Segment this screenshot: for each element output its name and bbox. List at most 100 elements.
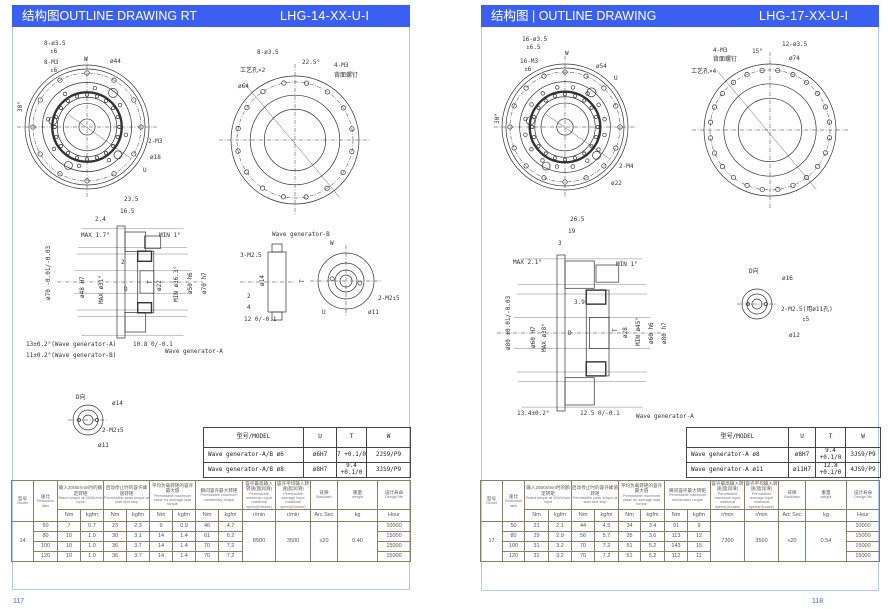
left-page-number: 117 [13, 598, 25, 605]
drawing-circle [280, 194, 287, 200]
dim-label: 12 0/-0.1 [244, 316, 277, 323]
table-cell: Wave generator-A/B ø6 [203, 447, 304, 463]
table-cell: 50 [502, 521, 525, 532]
drawing-circle [790, 182, 796, 188]
table-cell: 4JS9/P9 [845, 462, 881, 478]
drawing-circle [111, 144, 116, 148]
table-cell: 4.5 [593, 521, 620, 532]
dim-label: W [84, 56, 88, 63]
dim-label: ø11 [98, 442, 109, 449]
drawing-circle [583, 73, 589, 79]
drawing-circle [613, 145, 619, 151]
table-cell: 5.7 [593, 531, 620, 542]
drawing-circle [244, 105, 250, 111]
column-header-avg_speed: 容许平均输入转速(脂润滑)Permissible average input r… [275, 480, 312, 510]
dim-label: ø16 [782, 275, 793, 282]
design-life-cell: 10000 [846, 521, 881, 532]
drawing-circle [775, 67, 781, 74]
drawing-rect [116, 225, 126, 339]
drawing-rect [124, 312, 147, 333]
dim-label: MIN 1° [159, 232, 181, 239]
drawing-circle [602, 117, 607, 122]
column-header-max_speed: 容许最高输入转速(脂润滑)Permissible maximum input r… [710, 480, 746, 510]
drawing-circle [570, 85, 576, 90]
drawing-rect [564, 260, 595, 289]
table-cell: 7 +0.1/0 [336, 447, 367, 463]
drawing-circle [541, 73, 547, 79]
drawing-circle [541, 161, 551, 171]
drawing-circle [540, 102, 590, 152]
drawing-circle [613, 103, 619, 109]
drawing-circle [759, 186, 765, 193]
design-life-cell: 15000 [377, 531, 412, 542]
drawing-circle [601, 85, 607, 91]
dim-label: ø64 [238, 83, 249, 90]
table-cell: 2.3 [125, 521, 151, 532]
drawing-circle [759, 67, 765, 74]
unit-cell: kgfm [80, 509, 104, 522]
design-life-cell: 15000 [846, 541, 881, 552]
dim-label: MIN ø36.3° [173, 266, 180, 302]
unit-cell: Nm [664, 509, 689, 522]
table-cell: 3JS9/P9 [845, 447, 881, 463]
weight-cell: 0.54 [805, 521, 848, 562]
dim-label: T [299, 279, 306, 283]
dim-label: ø80 h7 [661, 322, 668, 344]
dim-label: ø54 [596, 63, 607, 70]
dim-label: 13±0.2°(Wave generator-A) [26, 341, 116, 348]
dim-label: 2-M3 [148, 138, 163, 145]
dim-label: ø80 ±0.01/-0.03 [505, 295, 512, 350]
drawing-circle [329, 276, 335, 282]
table-cell: Wave generator-A ø11 [686, 462, 789, 478]
unit-cell: r/min [710, 509, 746, 522]
left-front-view-labels: 8-ø3.5 ↧6 8-M3 ↧6 W ø44 30° 2-M3 ø18 U [17, 40, 163, 174]
dim-label: W [330, 240, 334, 247]
table-cell: 31 [524, 541, 549, 552]
dim-label: 15° [752, 48, 763, 55]
dim-label: ø14 [259, 275, 266, 286]
max-speed-cell: 8500 [242, 521, 277, 562]
column-header: W [845, 427, 881, 448]
table-cell: 2JS9/P9 [366, 447, 411, 463]
drawing-circle [340, 169, 346, 175]
table-cell: 70 [195, 551, 220, 562]
dim-label: 10.8 0/-0.1 [133, 341, 173, 348]
dim-label: MIN 1° [616, 261, 638, 268]
dim-label: MAX 2.1° [513, 259, 542, 266]
dim-label: 2 [247, 293, 251, 300]
table-cell: 1.4 [172, 541, 197, 552]
dim-label: Wave generator-B [272, 231, 330, 238]
drawing-circle [235, 148, 241, 154]
table-cell: 12 [687, 531, 712, 542]
dim-label: 3 [558, 240, 562, 247]
dim-label: D [124, 286, 128, 293]
unit-cell: Arc Sec [310, 509, 339, 522]
table-cell: 3.7 [125, 551, 151, 562]
dim-label: ø22 [611, 180, 622, 187]
drawing-circle [826, 135, 833, 141]
dim-label: 12.5 0/-0.1 [580, 410, 620, 417]
drawing-circle [66, 151, 70, 156]
table-cell: 1.0 [80, 551, 104, 562]
drawing-circle [540, 158, 545, 163]
unit-cell: Hour [377, 509, 412, 522]
table-cell: 36 [103, 541, 127, 552]
drawing-circle [111, 77, 117, 83]
table-cell: 1.0 [80, 541, 104, 552]
drawing-circle [115, 115, 120, 119]
table-cell: Wave generator-A/B ø8 [203, 462, 304, 478]
column-header-max_speed: 容许最高输入转速(脂润滑)Permissible maximum input r… [242, 480, 277, 510]
drawing-circle [573, 156, 578, 161]
table-cell: 1.0 [80, 531, 104, 542]
drawing-circle [123, 132, 129, 138]
dim-label: 30° [17, 101, 24, 112]
table-cell: 50 [33, 521, 58, 532]
drawing-rect [144, 235, 162, 249]
drawing-rect [585, 289, 607, 305]
